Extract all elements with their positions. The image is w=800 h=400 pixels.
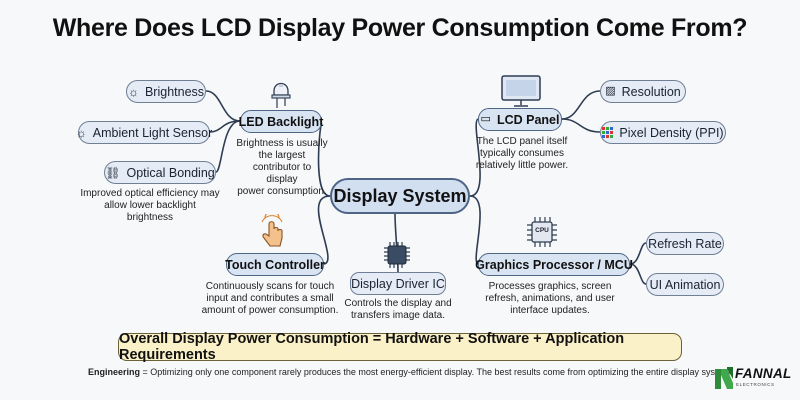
- fannal-logo-mark-icon: [715, 367, 733, 389]
- link-center-driver-ic: [394, 213, 399, 273]
- leaf-pixel-density: Pixel Density (PPI): [600, 121, 726, 144]
- link-icon: ⛓: [105, 165, 121, 180]
- hub-label: LCD Panel: [496, 112, 560, 127]
- driver-ic-description: Controls the display and transfers image…: [340, 298, 456, 322]
- hub-lcd-panel: ▭ LCD Panel: [478, 108, 562, 131]
- leaf-optical-bonding: ⛓ Optical Bonding: [104, 161, 216, 184]
- leaf-label: Resolution: [621, 84, 681, 99]
- footer-bold-term: Engineering: [88, 367, 141, 377]
- desc-line: contributor to display: [252, 162, 312, 185]
- cpu-chip-label: CPU: [535, 227, 549, 234]
- desc-line: Controls the display and: [344, 298, 452, 309]
- footer-text: = Optimizing only one component rarely p…: [140, 367, 733, 377]
- desc-line: Brightness is usually: [236, 138, 328, 149]
- desc-line: power consumption.: [237, 186, 327, 197]
- desc-line: interface updates.: [510, 305, 590, 316]
- link-led-brightness: [205, 90, 241, 122]
- desc-line: amount of power consumption.: [201, 305, 339, 316]
- link-center-touch-controller: [317, 195, 331, 265]
- sun-icon: ☼: [75, 125, 87, 140]
- hub-led-backlight: LED Backlight: [239, 110, 323, 133]
- hub-display-driver-ic: Display Driver IC: [350, 272, 446, 295]
- led-backlight-description: Brightness is usually the largest contri…: [236, 138, 328, 198]
- fannal-logo: FANNAL ELECTRONICS: [713, 364, 795, 392]
- driver-chip-icon: [384, 242, 410, 268]
- leaf-label: Optical Bonding: [126, 165, 215, 180]
- lcd-panel-description: The LCD panel itself typically consumes …: [474, 136, 570, 172]
- hub-touch-controller: Touch Controller: [225, 253, 325, 276]
- desc-line: transfers image data.: [351, 310, 445, 321]
- link-lcd-resolution: [561, 90, 601, 120]
- desc-line: Processes graphics, screen: [488, 281, 612, 292]
- logo-wordmark: FANNAL: [735, 366, 792, 381]
- hub-graphics-processor: Graphics Processor / MCU: [475, 253, 633, 276]
- desc-line: The LCD panel itself: [476, 136, 568, 147]
- link-led-optical: [215, 120, 241, 173]
- led-bulb-icon: [271, 82, 291, 108]
- touch-controller-description: Continuously scans for touch input and c…: [200, 281, 340, 317]
- center-node-display-system: Display System: [330, 178, 470, 214]
- leaf-label: Pixel Density (PPI): [619, 125, 724, 140]
- screen-icon: ▭: [480, 113, 491, 125]
- link-gpu-animation: [629, 263, 647, 285]
- link-gpu-refresh: [629, 242, 647, 265]
- optical-bonding-description: Improved optical efficiency may allow lo…: [80, 188, 220, 224]
- leaf-ui-animation: UI Animation: [646, 273, 724, 296]
- image-icon: ▨: [605, 85, 616, 97]
- leaf-refresh-rate: Refresh Rate: [646, 232, 724, 255]
- desc-line: the largest: [258, 150, 306, 161]
- leaf-resolution: ▨ Resolution: [600, 80, 686, 103]
- logo-subtitle: ELECTRONICS: [736, 382, 775, 387]
- monitor-icon: [501, 75, 541, 107]
- leaf-label: Brightness: [144, 84, 205, 99]
- summary-banner: Overall Display Power Consumption = Hard…: [118, 331, 682, 363]
- link-lcd-ppi: [561, 118, 601, 133]
- desc-line: Improved optical efficiency may: [80, 188, 220, 199]
- desc-line: relatively little power.: [475, 160, 569, 171]
- desc-line: typically consumes: [480, 148, 564, 159]
- leaf-ambient-light-sensor: ☼ Ambient Light Sensor: [75, 121, 213, 144]
- gpu-description: Processes graphics, screen refresh, anim…: [480, 281, 620, 317]
- footer-note: Engineering = Optimizing only one compon…: [88, 367, 733, 377]
- link-center-gpu: [469, 195, 481, 265]
- desc-line: allow lower backlight brightness: [104, 200, 196, 223]
- desc-line: refresh, animations, and user: [485, 293, 615, 304]
- link-center-lcd-panel: [469, 118, 481, 197]
- touch-hand-icon: [261, 214, 283, 247]
- desc-line: Continuously scans for touch: [205, 281, 335, 292]
- leaf-label: Ambient Light Sensor: [92, 125, 213, 140]
- cpu-chip-icon: CPU: [527, 217, 557, 247]
- pixel-grid-icon: [602, 127, 614, 138]
- sun-icon: ☼: [127, 84, 139, 99]
- leaf-brightness: ☼ Brightness: [126, 80, 206, 103]
- desc-line: input and contributes a small: [206, 293, 334, 304]
- diagram-title: Where Does LCD Display Power Consumption…: [52, 14, 748, 42]
